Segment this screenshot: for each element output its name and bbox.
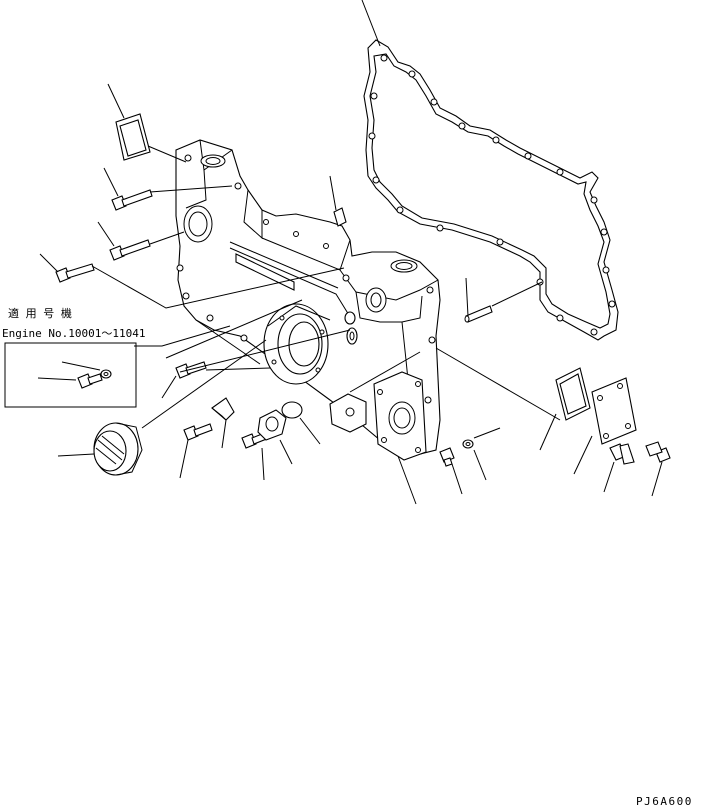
front-cover-body <box>175 139 441 455</box>
bolt-left-3 <box>55 263 95 283</box>
top-cover-gasket <box>115 113 151 161</box>
crankshaft-seal-housing <box>263 303 331 385</box>
pump-mount-plate <box>373 371 427 461</box>
o-ring-small <box>346 327 358 345</box>
small-inspection-cover <box>329 393 367 433</box>
applicability-box <box>4 342 137 408</box>
applicable-serial-label-jp: 適 用 号 機 <box>8 306 72 320</box>
bolt-right-8 <box>609 443 635 465</box>
plug-cap <box>281 401 303 419</box>
dowel-pin <box>333 207 347 227</box>
bolt-boxed <box>77 373 103 389</box>
leader-lines <box>37 0 663 505</box>
bolt-lower-7 <box>439 447 455 467</box>
o-ring-top <box>344 311 356 325</box>
small-bracket <box>211 397 235 421</box>
bolt-upper-2 <box>109 239 151 261</box>
side-cover-plate <box>591 377 637 445</box>
front-oil-seal <box>93 422 143 476</box>
bolt-right-9 <box>645 441 671 463</box>
flange-gasket <box>257 409 287 441</box>
bolt-mid-4 <box>175 361 207 379</box>
guide-pin <box>464 305 493 323</box>
drawing-code: PJ6A600 <box>636 795 693 808</box>
gear-case-gasket <box>363 39 619 341</box>
applicable-serial-label-en: Engine No.10001～11041 <box>2 327 145 340</box>
washer-right <box>462 439 474 449</box>
bolt-upper-1 <box>111 189 153 211</box>
side-cover-gasket <box>555 367 591 421</box>
bolt-lower-5 <box>183 423 213 441</box>
washer-boxed <box>100 369 112 379</box>
